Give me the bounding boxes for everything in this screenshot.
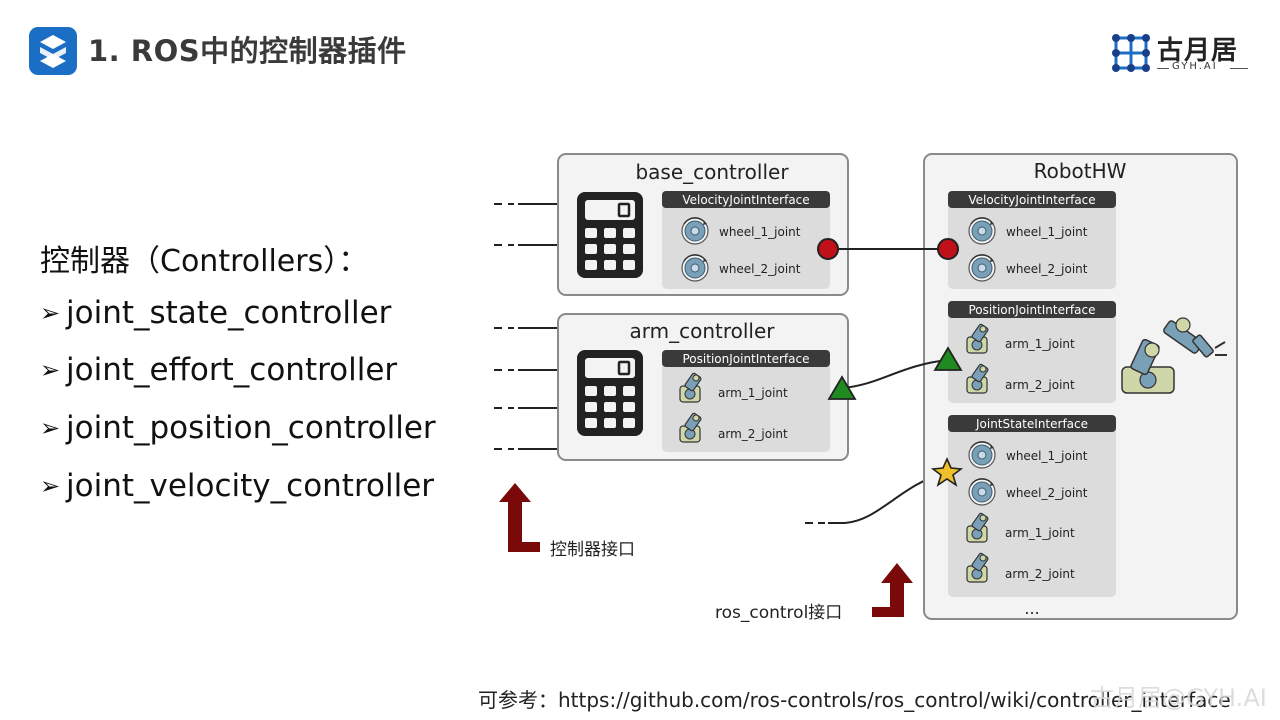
joint-label: arm_2_joint <box>1005 378 1075 392</box>
wheel-joint-icon <box>968 217 996 245</box>
velocity-port-marker <box>817 238 839 260</box>
interface-header: VelocityJointInterface <box>968 193 1095 207</box>
joint-label: wheel_1_joint <box>1006 449 1088 463</box>
interface-header: PositionJointInterface <box>969 303 1096 317</box>
controller-interface-label: 控制器接口 <box>550 540 635 560</box>
ros-control-arrow-base <box>872 607 890 617</box>
watermark: 古月居@GYH.AI <box>1090 684 1267 712</box>
robothw-box: RobotHW VelocityJointInterface wheel_1_j… <box>923 153 1238 620</box>
state-port-marker <box>930 457 964 487</box>
base-controller-box: base_controller VelocityJointInterface w… <box>557 153 849 296</box>
arm-controller-box: arm_controller PositionJointInterface ar… <box>557 313 849 461</box>
velocity-port-marker <box>937 238 959 260</box>
joint-label: wheel_2_joint <box>1006 486 1088 500</box>
joint-label: arm_1_joint <box>718 386 788 400</box>
ros-s-logo-icon <box>29 27 77 75</box>
joint-label: arm_1_joint <box>1005 526 1075 540</box>
arrow-bullet-icon: ➢ <box>40 414 61 442</box>
list-item: ➢joint_effort_controller <box>40 352 398 388</box>
robot-arm-icon <box>1121 317 1227 394</box>
brand-divider <box>1230 68 1248 69</box>
arm-controller-title: arm_controller <box>629 319 775 343</box>
joint-label: wheel_1_joint <box>719 225 801 239</box>
brand-divider <box>1157 68 1169 69</box>
position-port-marker <box>933 346 963 371</box>
reference-link[interactable]: 可参考：https://github.com/ros-controls/ros_… <box>478 688 1231 712</box>
brand-subtitle: GYH.AI <box>1172 61 1218 72</box>
controllers-heading: 控制器（Controllers）： <box>40 244 369 279</box>
interface-header: JointStateInterface <box>975 417 1088 431</box>
calculator-icon <box>575 348 645 438</box>
joint-label: arm_1_joint <box>1005 337 1075 351</box>
ros-control-label: ros_control接口 <box>715 603 842 623</box>
position-port-marker <box>827 375 857 400</box>
wheel-joint-icon <box>968 441 996 469</box>
wheel-joint-icon <box>681 217 709 245</box>
list-item: ➢joint_state_controller <box>40 295 392 331</box>
more-ellipsis: ... <box>1024 599 1039 618</box>
calculator-icon <box>575 190 645 280</box>
wheel-joint-icon <box>968 478 996 506</box>
brand-logo-icon <box>1110 32 1152 78</box>
joint-label: wheel_1_joint <box>1006 225 1088 239</box>
wheel-joint-icon <box>681 254 709 282</box>
joint-label: arm_2_joint <box>1005 567 1075 581</box>
list-item: ➢joint_velocity_controller <box>40 468 435 504</box>
base-controller-title: base_controller <box>635 160 789 184</box>
arrow-bullet-icon: ➢ <box>40 356 61 384</box>
ros-control-diagram: base_controller VelocityJointInterface w… <box>494 153 1238 623</box>
input-lines <box>494 203 825 524</box>
robothw-title: RobotHW <box>1034 159 1127 183</box>
joint-label: wheel_2_joint <box>1006 262 1088 276</box>
brand-name: 古月居 <box>1157 36 1239 66</box>
ros-control-arrow <box>872 563 913 617</box>
interface-header: VelocityJointInterface <box>682 193 809 207</box>
position-connection <box>841 359 949 389</box>
arrow-bullet-icon: ➢ <box>40 299 61 327</box>
joint-label: arm_2_joint <box>718 427 788 441</box>
list-item: ➢joint_position_controller <box>40 410 436 446</box>
page-title: 1. ROS中的控制器插件 <box>88 34 407 68</box>
joint-label: wheel_2_joint <box>719 262 801 276</box>
arrow-bullet-icon: ➢ <box>40 472 61 500</box>
interface-header: PositionJointInterface <box>683 352 810 366</box>
controller-interface-arrow <box>499 483 540 552</box>
wheel-joint-icon <box>968 254 996 282</box>
